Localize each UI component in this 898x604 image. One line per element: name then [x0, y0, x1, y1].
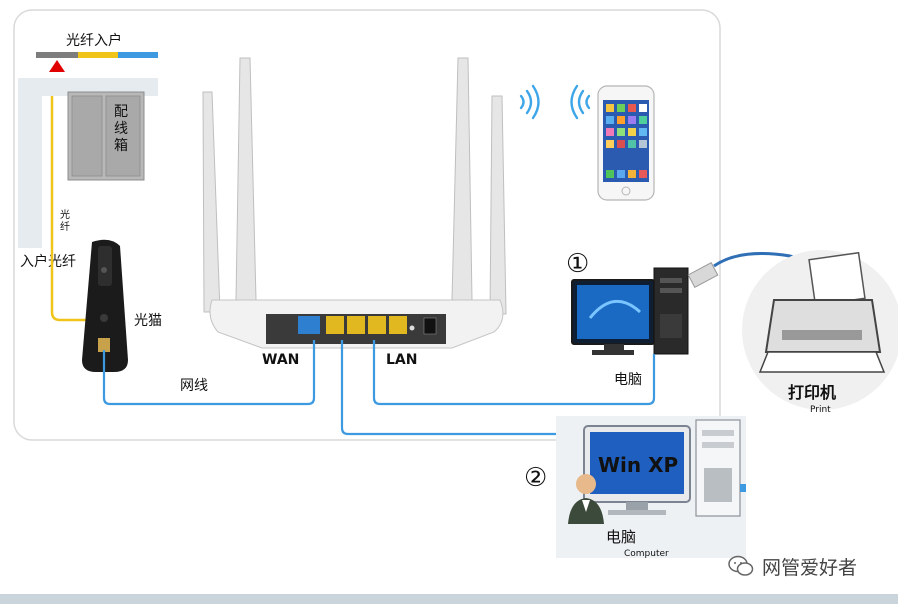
- bottom-strip: [0, 594, 898, 604]
- wechat-icon: [728, 555, 754, 576]
- lan-port-1-icon: [326, 316, 344, 334]
- distribution-box-label-3: 箱: [114, 138, 128, 154]
- lan-port-4-icon: [389, 316, 407, 334]
- distribution-box-label-2: 线: [114, 121, 128, 137]
- network-cables: [102, 340, 656, 436]
- lan-label: LAN: [386, 352, 417, 368]
- network-cable-label: 网线: [180, 378, 208, 394]
- computer-2-en-label: Computer: [624, 549, 669, 559]
- wifi-signal-icon: [519, 84, 540, 120]
- computer-2-label: 电脑: [606, 528, 636, 546]
- fiber-entry-bar: [36, 52, 158, 72]
- wifi-signal-icon: [570, 84, 591, 120]
- computer-2-card: [556, 416, 746, 558]
- fiber-cable: [50, 250, 96, 322]
- lan-port-3-icon: [368, 316, 386, 334]
- diagram-panel: [13, 9, 721, 441]
- watermark: 网管爱好者: [728, 552, 888, 580]
- fiber-vertical-label-2: 纤: [60, 220, 70, 233]
- smartphone-icon: [597, 85, 655, 201]
- optical-modem-icon: [82, 239, 128, 372]
- fiber-vertical-label-1: 光: [60, 208, 70, 221]
- wan-label: WAN: [262, 352, 299, 368]
- computer-1-label: 电脑: [614, 372, 642, 388]
- lan-port-2-icon: [347, 316, 365, 334]
- printer-en-label: Print: [810, 405, 831, 415]
- marker-1-label: ①: [566, 249, 589, 279]
- marker-2-label: ②: [524, 463, 547, 493]
- winxp-label: Win XP: [598, 453, 678, 477]
- distribution-box-label-1: 配: [114, 104, 128, 120]
- entry-marker-icon: [49, 60, 65, 72]
- wan-port-icon: [298, 316, 320, 334]
- home-fiber-label: 入户光纤: [20, 253, 76, 270]
- printer-label: 打印机: [788, 383, 836, 402]
- user-avatar-icon: [576, 474, 596, 494]
- fiber-in-top-label: 光纤入户: [66, 32, 122, 49]
- optical-modem-label: 光猫: [134, 313, 162, 329]
- desktop-computer-1-icon: [571, 267, 689, 355]
- distribution-box: [67, 91, 145, 181]
- printer-icon: [742, 250, 898, 410]
- watermark-text: 网管爱好者: [762, 556, 858, 579]
- router-icon: [202, 57, 507, 349]
